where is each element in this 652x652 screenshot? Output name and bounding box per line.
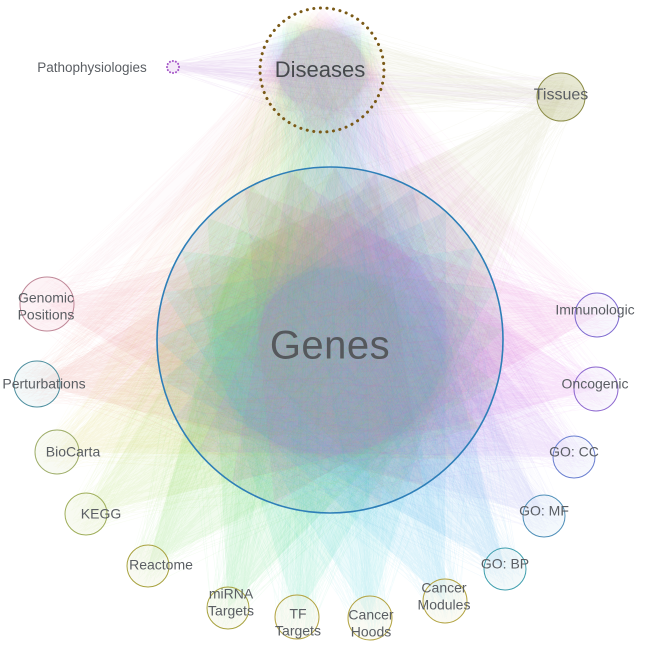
edge-fan-tissues-genes — [166, 97, 561, 500]
edge-fan-cancer_hoods-genes — [163, 247, 477, 618]
edge-fan-oncogenic-genes — [231, 171, 596, 483]
edge-fan-genomic_positions-genes — [47, 192, 420, 506]
node-biocarta[interactable] — [34, 429, 80, 475]
node-immunologic[interactable] — [574, 292, 620, 338]
edge-bundle-kegg-diseases — [71, 15, 376, 532]
edge-bundle-tissues-genes — [170, 76, 582, 486]
edge-bundle-pathophysiologies-tissues — [170, 61, 583, 113]
edge-bundle-cancer_hoods-genes — [176, 210, 483, 637]
edge-bundle-cancer_modules-genes — [180, 196, 491, 619]
edge-bundle-diseases-genes — [174, 16, 488, 500]
edge-fan-perturbations-genes — [37, 173, 424, 486]
edge-bundle-tissues-diseases — [271, 18, 582, 122]
node-genomic_positions[interactable] — [19, 276, 75, 332]
edge-fan-tf_targets-genes — [181, 251, 496, 617]
edge-bundle-reactome-diseases — [131, 20, 377, 585]
edge-bundle-cancer_hoods-diseases — [266, 26, 388, 632]
edge-fan-diseases-genes — [187, 70, 479, 438]
edge-bundle-mirna_targets-genes — [188, 189, 484, 627]
edge-bundle-go_cc-genes — [170, 184, 591, 493]
node-go_mf[interactable] — [522, 494, 566, 538]
edge-bundle-go_mf-genes — [170, 199, 563, 535]
edge-bundle-mirna_targets-diseases — [209, 15, 377, 626]
edge-bundle-oncogenic-genes — [195, 191, 616, 496]
node-genes[interactable] — [156, 166, 504, 514]
node-cancer_hoods[interactable] — [347, 595, 393, 641]
edge-bundle-go_mf-diseases — [268, 18, 562, 535]
edge-bundle-oncogenic-diseases — [276, 17, 614, 407]
edge-fan-cancer_modules-genes — [157, 211, 446, 601]
edge-bundle-go_bp-diseases — [266, 29, 524, 587]
edge-fan-reactome-genes — [148, 185, 498, 566]
edge-bundle-go_bp-genes — [170, 181, 522, 587]
node-oncogenic[interactable] — [573, 366, 619, 412]
edge-bundle-tf_targets-diseases — [272, 24, 379, 634]
node-kegg[interactable] — [64, 492, 108, 536]
node-tissues[interactable] — [536, 72, 586, 122]
edge-fan-go_cc-genes — [198, 167, 574, 457]
node-go_cc[interactable] — [552, 435, 596, 479]
edge-fan-go_bp-genes — [161, 188, 505, 569]
node-go_bp[interactable] — [483, 547, 527, 591]
edge-bundle-kegg-genes — [70, 187, 490, 533]
edge-fan-biocarta-genes — [57, 167, 456, 460]
edge-fan-immunologic-genes — [244, 189, 597, 504]
edge-bundle-perturbations-diseases — [21, 24, 380, 405]
node-pathophysiologies[interactable] — [166, 60, 180, 74]
node-diseases[interactable] — [258, 6, 386, 134]
edge-bundle-tf_targets-genes — [179, 181, 483, 636]
genes-circle-fill — [157, 167, 503, 513]
node-cancer_modules[interactable] — [422, 578, 468, 624]
edge-bundle-genomic_positions-genes — [25, 180, 473, 495]
edge-bundle-perturbations-genes — [16, 186, 481, 486]
edge-bundle-immunologic-genes — [196, 186, 617, 489]
edge-bundle-cancer_modules-diseases — [269, 13, 464, 620]
edge-fan-tissues-diseases — [276, 19, 561, 112]
node-tf_targets[interactable] — [274, 594, 320, 640]
edge-bundle-biocarta-genes — [39, 183, 478, 490]
node-reactome[interactable] — [126, 544, 170, 588]
edge-bundle-genomic_positions-diseases — [22, 18, 378, 327]
edge-bundle-reactome-genes — [130, 182, 464, 585]
node-mirna_targets[interactable] — [206, 586, 250, 630]
edge-fan-mirna_targets-genes — [207, 217, 503, 609]
edge-fan-kegg-genes — [86, 170, 480, 514]
edge-fan-go_mf-genes — [175, 173, 544, 516]
edge-fan-pathophysiologies-diseases — [173, 22, 362, 120]
edge-bundle-go_cc-diseases — [266, 23, 593, 474]
node-perturbations[interactable] — [13, 360, 61, 408]
edge-bundle-immunologic-diseases — [271, 16, 617, 334]
